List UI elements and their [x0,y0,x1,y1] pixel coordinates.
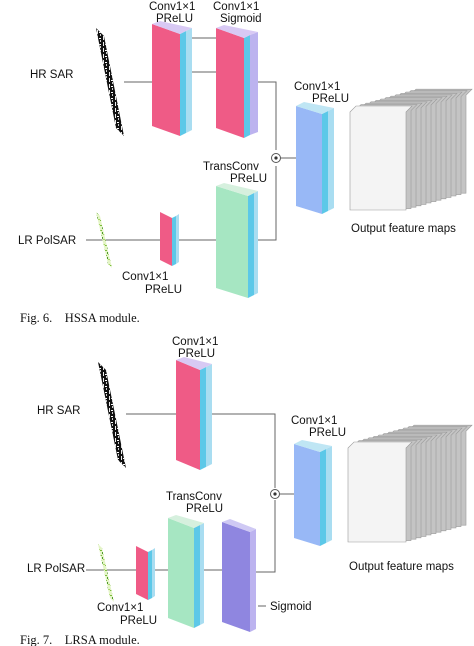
fig7-sigmoid-label: Sigmoid [270,601,312,613]
feature-map-slice [349,105,413,211]
fig6-conv-out-line2: PReLU [312,93,349,105]
fig7-transconv-line1: TransConv [166,491,222,503]
fig7-conv-hr-block [176,357,212,470]
fig6-transconv-block [216,183,258,298]
feature-map-slice [347,441,413,543]
fig7-conv-out-line1: Conv1×1 [291,415,337,427]
fig7-hr-sar-label: HR SAR [37,405,80,417]
fig7-transconv-line2: PReLU [186,503,223,515]
fig7-output-label: Output feature maps [349,561,454,573]
polsar-texture-icon [96,212,112,268]
fig6-conv-block-b [216,25,258,138]
fig7-conv-hr-line2: PReLU [178,348,215,360]
fig6-conv-out-line1: Conv1×1 [294,81,340,93]
fig6-output-label: Output feature maps [351,223,456,235]
fig6-transconv-line1: TransConv [203,161,259,173]
fig7-conv-lr-line2: PReLU [120,615,157,627]
fig7-conv-out-line2: PReLU [309,427,346,439]
fig6-conv-lr-block [160,212,179,266]
fig7-conv-hr-line1: Conv1×1 [172,336,218,348]
fig7-conv-lr-block [136,546,155,600]
sar-texture-icon [98,362,126,468]
fig7-output-feature-stack [347,424,473,543]
fig6-diagram: HR SAR LR PolSAR Conv1×1 PReLU Conv1×1 [18,1,473,325]
elementwise-multiply-icon [270,489,280,499]
fig6-conv-a-line2: PReLU [156,13,193,25]
fig6-conv-b-line1: Conv1×1 [213,1,259,13]
fig6-lr-polsar-label: LR PolSAR [18,235,76,247]
fig7-sigmoid-block [222,519,256,632]
fig6-connectors [86,37,302,241]
fig6-output-feature-stack [349,88,473,211]
fig6-conv-b-line2: Sigmoid [220,13,262,25]
fig7-caption: Fig. 7. LRSA module. [20,633,140,646]
fig7-transconv-block [168,515,204,628]
fig6-caption: Fig. 6. HSSA module. [20,311,140,325]
fig7-conv-lr-line1: Conv1×1 [97,602,143,614]
fig6-conv-a-line1: Conv1×1 [149,1,195,13]
elementwise-multiply-icon [271,153,281,163]
fig6-conv-out-block [296,102,334,214]
fig7-diagram: HR SAR LR PolSAR Conv1×1 PReLU Conv1×1 P… [20,336,473,646]
fig7-conv-out-block [294,440,332,546]
fig6-transconv-line2: PReLU [230,173,267,185]
polsar-texture-icon [98,544,114,602]
sar-texture-icon [96,28,124,136]
fig6-conv-lr-line1: Conv1×1 [122,271,168,283]
fig6-conv-block-a [152,21,192,136]
fig6-conv-lr-line2: PReLU [145,284,182,296]
fig6-hr-sar-label: HR SAR [30,69,73,81]
fig7-lr-polsar-label: LR PolSAR [27,563,85,575]
